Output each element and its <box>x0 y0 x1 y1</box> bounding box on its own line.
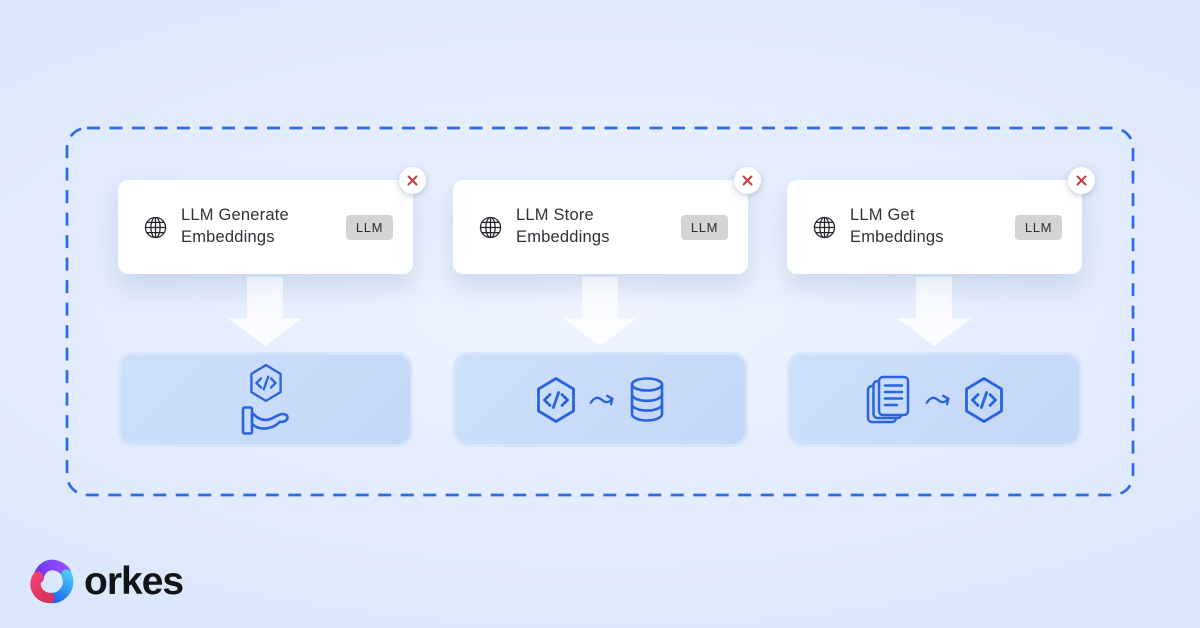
task-card[interactable]: LLM Get Embeddings LLM <box>787 167 1095 274</box>
output-box <box>118 352 413 447</box>
code-hexagon-icon <box>249 363 282 403</box>
output-box <box>453 352 748 447</box>
down-arrow <box>897 277 971 346</box>
documents-icon <box>866 375 909 423</box>
close-button[interactable] <box>734 167 761 194</box>
task-type-badge: LLM <box>1014 214 1062 240</box>
task-title: LLM Store Embeddings <box>516 206 610 246</box>
globe-icon <box>144 216 167 239</box>
task-type-badge: LLM <box>345 214 393 240</box>
output-box <box>787 352 1082 447</box>
globe-icon <box>813 216 836 239</box>
task-title: LLM Generate Embeddings <box>181 206 289 246</box>
down-arrow <box>563 277 637 346</box>
code-hexagon-icon <box>536 376 575 423</box>
curve-arrow-icon <box>589 394 613 405</box>
task-title: LLM Get Embeddings <box>850 206 944 246</box>
curve-arrow-icon <box>925 394 949 405</box>
close-icon <box>407 175 418 186</box>
orkes-logo: orkes <box>28 556 184 608</box>
hand-icon <box>241 406 289 435</box>
task-card[interactable]: LLM Generate Embeddings LLM <box>118 167 426 274</box>
close-button[interactable] <box>399 167 426 194</box>
database-icon <box>630 376 663 422</box>
globe-icon <box>479 216 502 239</box>
orkes-logo-icon <box>30 559 74 604</box>
task-type-badge: LLM <box>680 214 728 240</box>
close-button[interactable] <box>1068 167 1095 194</box>
task-card[interactable]: LLM Store Embeddings LLM <box>453 167 761 274</box>
close-icon <box>1076 175 1087 186</box>
code-hexagon-icon <box>964 376 1003 423</box>
down-arrow <box>228 277 302 346</box>
logo-text: orkes <box>84 560 184 603</box>
close-icon <box>742 175 753 186</box>
